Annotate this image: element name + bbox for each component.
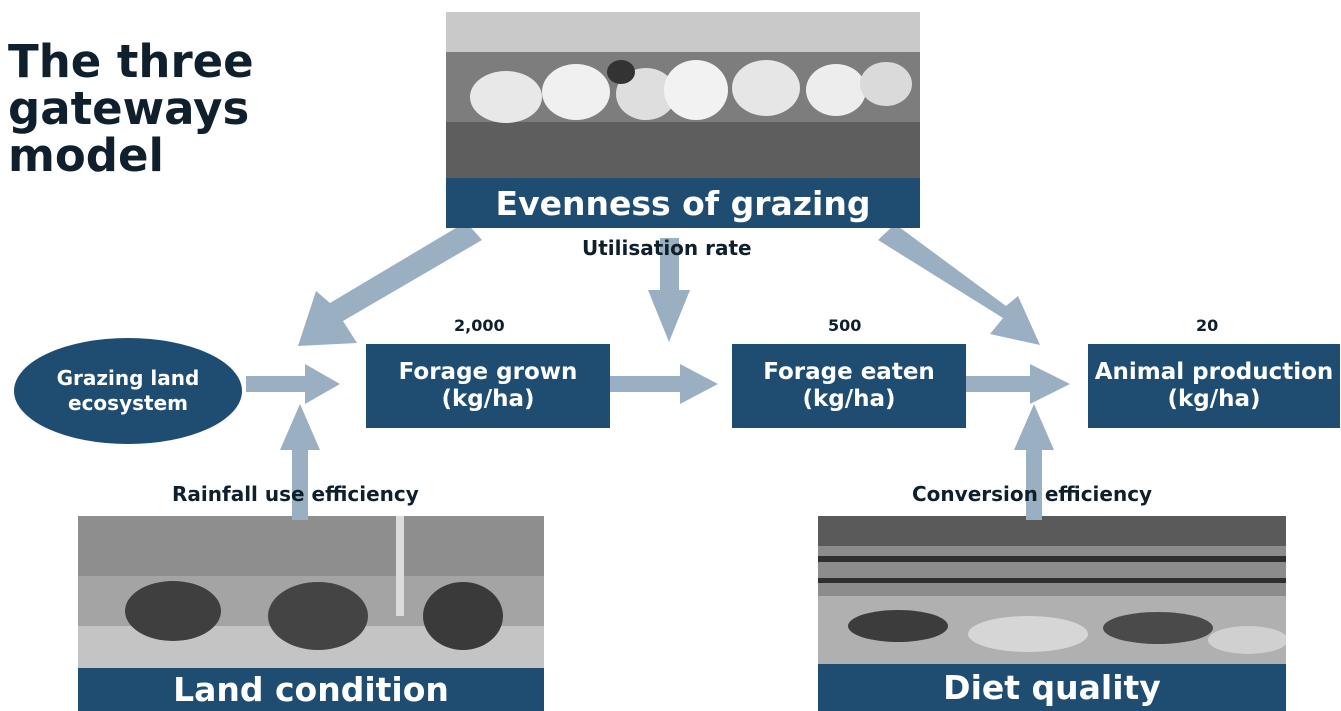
cattle-pasture-photo — [78, 516, 544, 670]
ecosystem-line-2: ecosystem — [68, 391, 188, 415]
gateway-land-condition: Land condition — [78, 668, 544, 711]
gateway-evenness-of-grazing: Evenness of grazing — [446, 178, 920, 228]
value-forage-eaten: 500 — [828, 316, 862, 335]
ecosystem-line-1: Grazing land — [56, 366, 200, 390]
arrow-evenness-to-forage-grown — [298, 222, 482, 346]
label-utilisation-rate: Utilisation rate — [582, 236, 752, 260]
gateway-diet-quality: Diet quality — [818, 664, 1286, 711]
gateway-evenness-label: Evenness of grazing — [495, 183, 871, 223]
node-grazing-land-ecosystem: Grazing land ecosystem — [14, 338, 242, 444]
forage-eaten-line-2: (kg/ha) — [802, 386, 896, 412]
forage-grown-line-2: (kg/ha) — [441, 386, 535, 412]
feedlot-photo — [818, 516, 1286, 666]
title-line-2: gateways — [8, 82, 250, 135]
forage-eaten-line-1: Forage eaten — [763, 359, 935, 385]
arrow-diet-quality-up — [1014, 404, 1054, 520]
title-line-3: model — [8, 129, 164, 182]
label-conversion-efficiency: Conversion efficiency — [912, 482, 1153, 506]
animal-production-line-2: (kg/ha) — [1167, 386, 1261, 412]
label-rainfall-use-efficiency: Rainfall use efficiency — [172, 482, 419, 506]
value-animal-production: 20 — [1196, 316, 1219, 335]
gateway-diet-quality-label: Diet quality — [943, 668, 1161, 707]
forage-grown-line-1: Forage grown — [398, 359, 578, 385]
arrow-forage-grown-to-eaten — [610, 364, 718, 404]
title-line-1: The three — [8, 35, 254, 88]
node-forage-eaten: Forage eaten (kg/ha) — [732, 344, 966, 428]
diagram-title: The three gateways model — [8, 38, 254, 179]
arrow-evenness-to-animal-production — [878, 224, 1040, 345]
arrow-evenness-to-forage-eaten — [648, 238, 690, 342]
arrow-land-condition-up — [280, 404, 320, 520]
arrow-ecosystem-to-forage-grown — [246, 364, 340, 404]
cattle-herd-photo — [446, 12, 920, 178]
node-animal-production: Animal production (kg/ha) — [1088, 344, 1340, 428]
gateway-land-condition-label: Land condition — [173, 670, 449, 709]
arrow-forage-eaten-to-animal — [966, 364, 1070, 404]
animal-production-line-1: Animal production — [1094, 359, 1334, 385]
node-forage-grown: Forage grown (kg/ha) — [366, 344, 610, 428]
value-forage-grown: 2,000 — [454, 316, 505, 335]
